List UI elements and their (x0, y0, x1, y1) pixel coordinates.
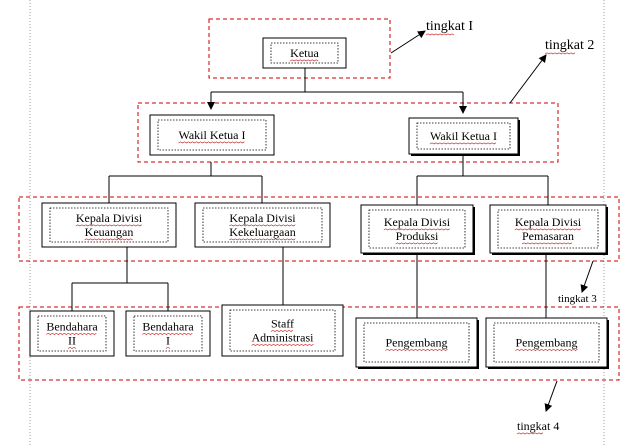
node-label-line-1: Wakil Ketua I (430, 129, 497, 143)
level-1-boundary (208, 18, 391, 79)
node-inner-frame (37, 315, 107, 352)
spellcheck-underline (229, 224, 296, 227)
spellcheck-underline (383, 228, 450, 231)
spellcheck-underline (544, 52, 576, 55)
node-box (194, 202, 331, 248)
level-3-boundary (18, 196, 620, 262)
spellcheck-underline (84, 238, 133, 241)
level-label-tingkat-1: tingkat I (426, 19, 473, 34)
node-label-line-1: Pengembang (516, 336, 578, 350)
node-pengembang-right: Pengembang (485, 317, 609, 369)
node-ketua: Ketua (262, 37, 347, 69)
node-label-line-1: Kepala Divisi (384, 215, 451, 229)
node-label-line-1: Wakil Ketua I (178, 128, 245, 142)
spellcheck-underline (395, 242, 438, 245)
arrow-tingkat-1 (390, 30, 426, 54)
node-inner-frame (229, 309, 336, 352)
node-label-line-1: Bendahara (142, 320, 194, 334)
connectors (71, 68, 549, 318)
spellcheck-underline (514, 228, 581, 231)
spellcheck-underline (251, 343, 314, 346)
node-wakil-ketua-left: Wakil Ketua I (149, 114, 275, 156)
node-label-line-2: Kekeluargaan (229, 225, 295, 239)
spellcheck-underline (75, 224, 142, 227)
node-inner-frame (416, 122, 511, 150)
arrow-tingkat-4 (544, 380, 558, 412)
node-label-line-1: Ketua (290, 46, 319, 60)
node-inner-frame (493, 322, 600, 363)
level-label-tingkat-4: tingkat 4 (517, 419, 559, 433)
node-inner-frame (157, 119, 267, 151)
node-label-line-2: Administrasi (252, 331, 315, 345)
spellcheck-underline (178, 141, 245, 144)
spellcheck-underline (521, 242, 573, 245)
node-box (485, 317, 608, 368)
spellcheck-underline (229, 238, 296, 241)
node-label-line-1: Kepala Divisi (76, 211, 143, 225)
spellcheck-underline (425, 33, 455, 36)
spellcheck-underline (67, 346, 77, 349)
node-label-line-1: Kepala Divisi (229, 211, 296, 225)
node-wakil-ketua-right: Wakil Ketua I (408, 117, 520, 156)
node-label-line-2: II (68, 334, 76, 348)
level-label-tingkat-3: tingkat 3 (558, 293, 597, 305)
node-box (408, 117, 519, 155)
spellcheck-underline (165, 346, 171, 349)
spellcheck-underline (516, 432, 544, 435)
node-label-line-2: Keuangan (85, 225, 134, 239)
spellcheck-underline (142, 332, 193, 335)
node-label-line-2: Pemasaran (522, 229, 574, 243)
node-inner-frame (363, 322, 470, 363)
node-inner-frame (202, 207, 323, 243)
node-box (221, 304, 344, 357)
node-box (149, 114, 275, 156)
spellcheck-underline (429, 142, 497, 145)
spellcheck-underline (46, 332, 97, 335)
level-2-boundary (137, 102, 559, 163)
arrow-tingkat-2 (509, 54, 547, 104)
level-label-tingkat-2: tingkat 2 (545, 38, 594, 53)
spellcheck-underline (270, 329, 294, 332)
node-inner-frame (368, 209, 466, 249)
node-inner-frame (270, 42, 339, 64)
node-pengembang-left: Pengembang (355, 317, 479, 369)
node-label-line-1: Staff (271, 317, 294, 331)
node-inner-frame (133, 315, 203, 352)
node-label-line-1: Kepala Divisi (515, 215, 582, 229)
node-inner-frame (49, 207, 169, 243)
node-label-line-2: I (166, 334, 170, 348)
spellcheck-underline (290, 59, 319, 62)
spellcheck-underline (515, 348, 578, 351)
node-label-line-1: Bendahara (46, 320, 98, 334)
spellcheck-underline (385, 348, 448, 351)
node-label-line-1: Pengembang (386, 336, 448, 350)
node-label-line-2: Produksi (396, 229, 439, 243)
node-box (355, 317, 478, 368)
arrow-tingkat-3 (580, 260, 594, 293)
level-arrows (390, 30, 594, 412)
level-4-boundary (18, 306, 620, 381)
